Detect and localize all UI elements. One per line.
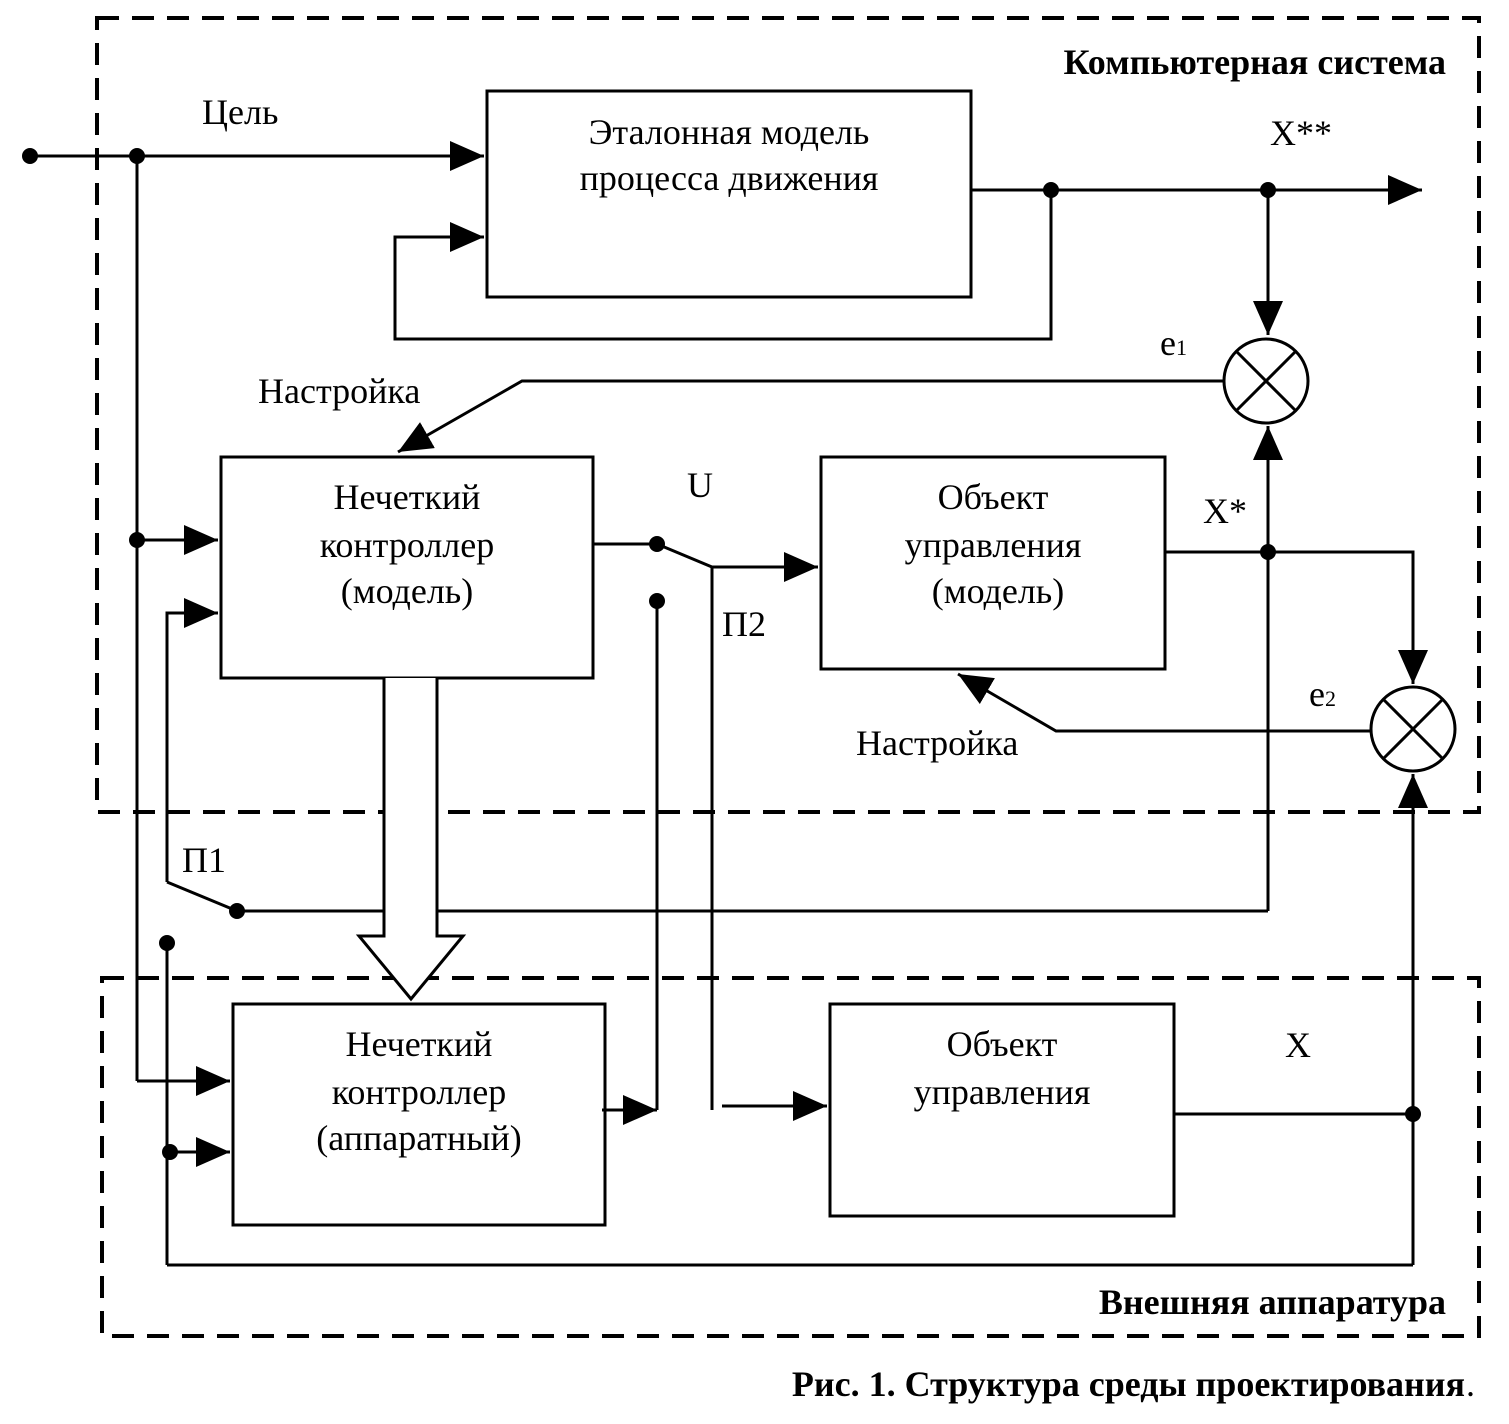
input-terminal <box>22 148 38 164</box>
p1-switch-arm <box>166 880 238 913</box>
goal-label: Цель <box>202 92 278 132</box>
summing-junction-e1 <box>1222 337 1310 425</box>
x-label: X <box>1285 1025 1311 1065</box>
fuzzy-controller-model-block <box>219 455 595 680</box>
u-label: U <box>687 465 713 505</box>
control-object-model-line1: Объект <box>938 477 1049 517</box>
control-object-model-line3: (модель) <box>932 571 1064 611</box>
figure-caption: Рис. 1. Структура среды проектирования <box>792 1364 1465 1404</box>
reference-model-line1: Эталонная модель <box>589 112 870 152</box>
fuzzy-controller-hw-line1: Нечеткий <box>346 1024 493 1064</box>
control-object-block <box>828 1002 1176 1218</box>
e2-label: e2 <box>1309 674 1336 714</box>
fuzzy-controller-hw-line3: (аппаратный) <box>316 1118 522 1158</box>
x-double-star-label: X** <box>1270 113 1332 153</box>
e1-label: e1 <box>1160 323 1187 363</box>
switch-p1-label: П1 <box>182 840 226 880</box>
summing-junction-e2 <box>1369 685 1457 773</box>
control-object-model-line2: управления <box>905 525 1082 565</box>
computer-system-region <box>95 16 1481 814</box>
switch-p2-label: П2 <box>722 604 766 644</box>
computer-system-label: Компьютерная система <box>1064 42 1447 82</box>
fuzzy-controller-hw-line2: контроллер <box>332 1072 507 1112</box>
control-object-line1: Объект <box>947 1024 1058 1064</box>
external-hardware-label: Внешняя аппаратура <box>1099 1282 1446 1322</box>
external-hardware-region <box>100 976 1481 1338</box>
fuzzy-controller-hw-block <box>231 1002 607 1227</box>
p2-switch-arm <box>656 542 713 569</box>
control-object-model-block <box>819 455 1167 671</box>
p1-to-model-controller <box>165 598 218 882</box>
x-star-label: X* <box>1203 491 1247 531</box>
tuning-1-line <box>397 379 1224 454</box>
tuning-label-2: Настройка <box>856 723 1018 763</box>
reference-model-line2: процесса движения <box>580 158 879 198</box>
reference-model-block <box>485 89 973 299</box>
tuning-2-line <box>957 672 1371 733</box>
fuzzy-controller-model-line2: контроллер <box>320 525 495 565</box>
figure-caption-period: . <box>1466 1364 1475 1404</box>
ref-feedback-loop <box>393 190 1053 341</box>
x-star-to-e2 <box>1165 550 1428 684</box>
control-object-line2: управления <box>914 1072 1091 1112</box>
fuzzy-controller-model-line3: (модель) <box>341 571 473 611</box>
tuning-label-1: Настройка <box>258 371 420 411</box>
controller-transfer-arrow <box>355 678 467 1002</box>
fuzzy-controller-model-line1: Нечеткий <box>334 477 481 517</box>
